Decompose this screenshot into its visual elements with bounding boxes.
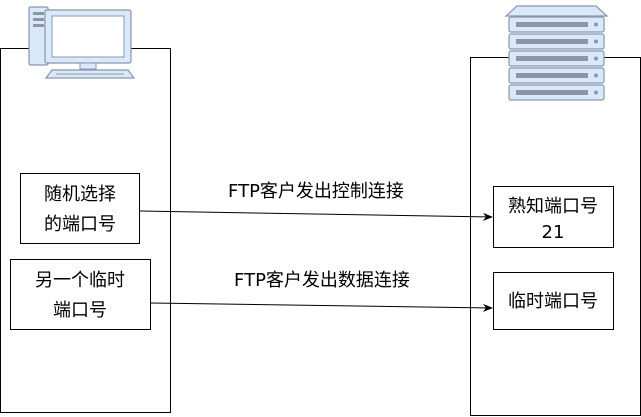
client-temp-port-line-1: 另一个临时 bbox=[35, 270, 125, 291]
server-rack-icon bbox=[504, 5, 609, 101]
data-connection-arrow bbox=[150, 302, 493, 312]
client-random-port-box: 随机选择 的端口号 bbox=[20, 173, 140, 244]
control-connection-arrow bbox=[139, 210, 493, 221]
client-random-port-line-1: 随机选择 bbox=[44, 184, 116, 205]
data-connection-label: FTP客户发出数据连接 bbox=[234, 270, 410, 291]
server-known-port-line-1: 熟知端口号 bbox=[508, 196, 598, 217]
server-known-port-box: 熟知端口号 21 bbox=[493, 186, 614, 248]
desktop-computer-icon bbox=[28, 6, 136, 79]
server-temp-port-line-1: 临时端口号 bbox=[508, 291, 598, 312]
control-connection-label: FTP客户发出控制连接 bbox=[228, 181, 404, 202]
server-temp-port-box: 临时端口号 bbox=[493, 272, 614, 330]
client-temp-port-box: 另一个临时 端口号 bbox=[10, 259, 151, 330]
server-known-port-line-2: 21 bbox=[542, 222, 565, 243]
client-random-port-line-2: 的端口号 bbox=[44, 214, 116, 235]
client-temp-port-line-2: 端口号 bbox=[53, 300, 107, 321]
